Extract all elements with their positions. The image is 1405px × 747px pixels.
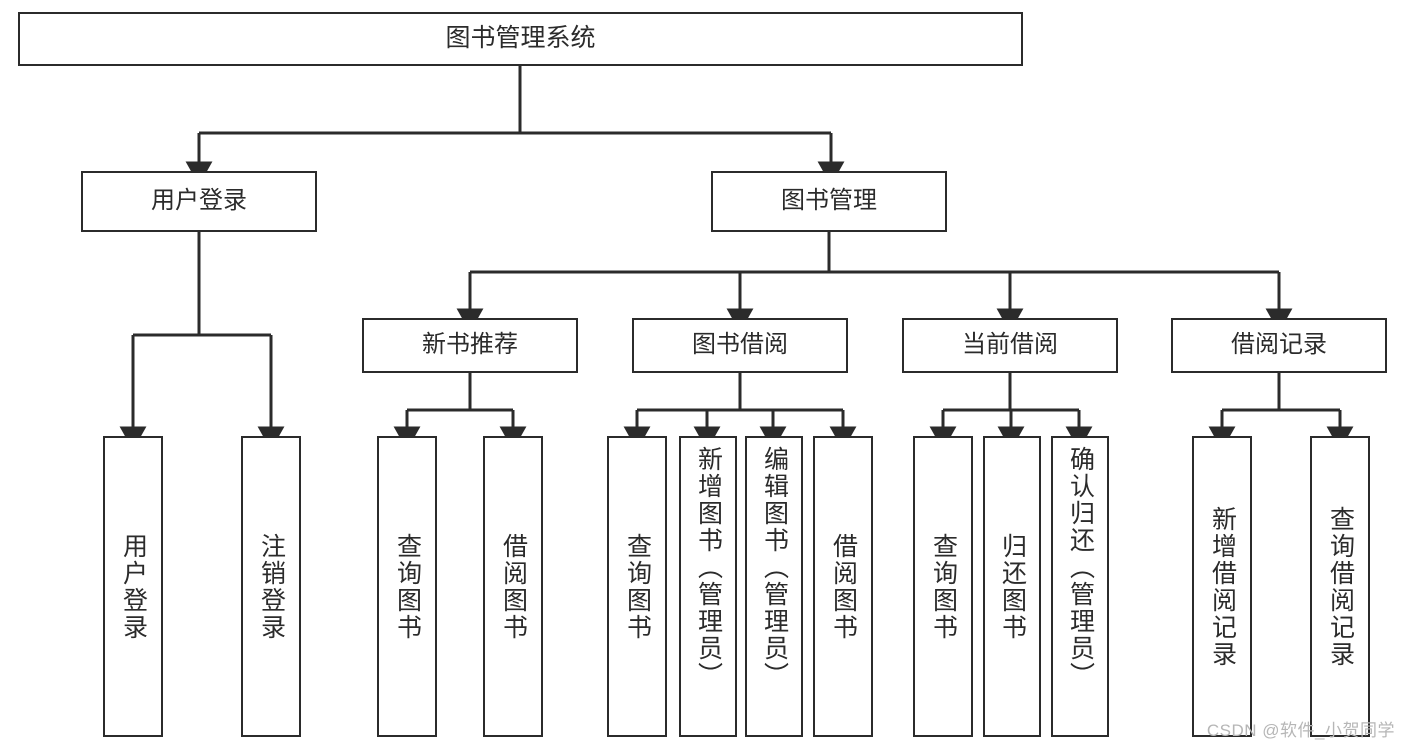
node-root-label: 图书管理系统 bbox=[445, 24, 596, 53]
leaf-return-book[interactable]: 归还图书 bbox=[983, 436, 1041, 737]
node-user-login[interactable]: 用户登录 bbox=[81, 171, 317, 232]
node-user-login-label: 用户登录 bbox=[151, 187, 247, 215]
node-current-borrow-label: 当前借阅 bbox=[962, 331, 1058, 359]
leaf-logout-label: 注销登录 bbox=[257, 532, 286, 641]
leaf-query-borrow-record-label: 查询借阅记录 bbox=[1326, 505, 1355, 668]
leaf-add-borrow-record-label: 新增借阅记录 bbox=[1208, 505, 1237, 668]
leaf-confirm-return-admin-label: 确认归还（管理员） bbox=[1066, 446, 1095, 689]
leaf-return-book-label: 归还图书 bbox=[998, 532, 1027, 641]
leaf-add-book-admin-label: 新增图书（管理员） bbox=[694, 446, 723, 689]
watermark-text: CSDN @软件_小贺同学 bbox=[1206, 721, 1395, 740]
node-book-management[interactable]: 图书管理 bbox=[711, 171, 947, 232]
leaf-user-login-label: 用户登录 bbox=[119, 532, 148, 641]
leaf-query-borrow-record[interactable]: 查询借阅记录 bbox=[1310, 436, 1370, 737]
node-borrow-record-label: 借阅记录 bbox=[1231, 331, 1327, 359]
leaf-add-book-admin[interactable]: 新增图书（管理员） bbox=[679, 436, 737, 737]
leaf-query-book-current[interactable]: 查询图书 bbox=[913, 436, 973, 737]
leaf-user-login[interactable]: 用户登录 bbox=[103, 436, 163, 737]
leaf-borrow-book[interactable]: 借阅图书 bbox=[813, 436, 873, 737]
leaf-query-book-recommend-label: 查询图书 bbox=[393, 532, 422, 641]
node-new-book-recommend[interactable]: 新书推荐 bbox=[362, 318, 578, 373]
node-current-borrow[interactable]: 当前借阅 bbox=[902, 318, 1118, 373]
node-new-book-recommend-label: 新书推荐 bbox=[422, 331, 518, 359]
node-borrow-record[interactable]: 借阅记录 bbox=[1171, 318, 1387, 373]
leaf-borrow-book-recommend[interactable]: 借阅图书 bbox=[483, 436, 543, 737]
node-root[interactable]: 图书管理系统 bbox=[18, 12, 1023, 66]
leaf-borrow-book-recommend-label: 借阅图书 bbox=[499, 532, 528, 641]
leaf-query-book-borrow[interactable]: 查询图书 bbox=[607, 436, 667, 737]
leaf-edit-book-admin-label: 编辑图书（管理员） bbox=[760, 446, 789, 689]
leaf-query-book-current-label: 查询图书 bbox=[929, 532, 958, 641]
leaf-edit-book-admin[interactable]: 编辑图书（管理员） bbox=[745, 436, 803, 737]
node-book-borrow-label: 图书借阅 bbox=[692, 331, 788, 359]
leaf-borrow-book-label: 借阅图书 bbox=[829, 532, 858, 641]
leaf-logout[interactable]: 注销登录 bbox=[241, 436, 301, 737]
node-book-management-label: 图书管理 bbox=[781, 187, 877, 215]
leaf-add-borrow-record[interactable]: 新增借阅记录 bbox=[1192, 436, 1252, 737]
node-book-borrow[interactable]: 图书借阅 bbox=[632, 318, 848, 373]
leaf-query-book-borrow-label: 查询图书 bbox=[623, 532, 652, 641]
leaf-query-book-recommend[interactable]: 查询图书 bbox=[377, 436, 437, 737]
leaf-confirm-return-admin[interactable]: 确认归还（管理员） bbox=[1051, 436, 1109, 737]
